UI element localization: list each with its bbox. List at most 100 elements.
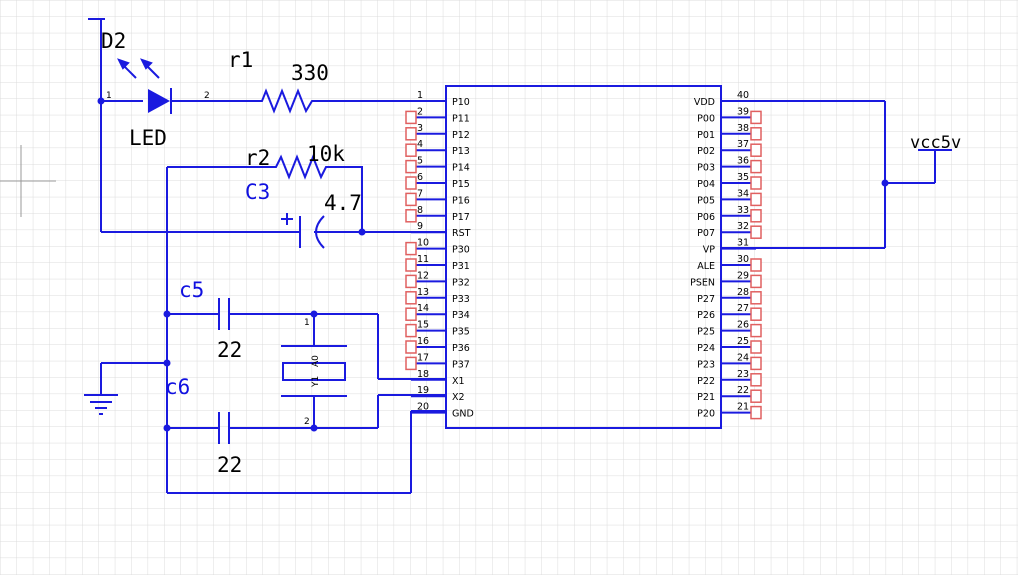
- mcu-pin-23-name: P22: [697, 376, 715, 387]
- mcu-pin-35-name: P04: [697, 179, 715, 190]
- resistor-r2[interactable]: [167, 154, 363, 232]
- mcu-pin-15-unconnected-marker[interactable]: [405, 323, 417, 338]
- vcc-label: vcc5v: [910, 133, 961, 153]
- mcu-pin-18-number: 18: [417, 369, 429, 380]
- mcu-pin-28-number: 28: [737, 287, 749, 298]
- mcu-pin-2-number: 2: [417, 106, 423, 117]
- mcu-pin-4-unconnected-marker[interactable]: [405, 143, 417, 157]
- mcu-pin-3-name: P12: [452, 130, 470, 141]
- mcu-pin-32-name: P07: [697, 228, 715, 239]
- mcu-pin-28-name: P27: [697, 294, 715, 305]
- mcu-pin-25-number: 25: [737, 336, 749, 347]
- mcu-pin-3-number: 3: [417, 123, 423, 134]
- led-emit-arrows: [117, 58, 160, 79]
- mcu-body[interactable]: [445, 85, 722, 429]
- mcu-pin-29-unconnected-marker[interactable]: [750, 274, 762, 289]
- capacitor-c5[interactable]: [167, 298, 446, 380]
- c6-value: 22: [217, 453, 242, 477]
- c3-value: 4.7: [324, 191, 362, 215]
- mcu-pin-39-number: 39: [737, 106, 749, 117]
- mcu-pin-1-number: 1: [417, 90, 423, 101]
- mcu-pin-14-unconnected-marker[interactable]: [405, 307, 417, 321]
- mcu-pin-14-number: 14: [417, 303, 429, 314]
- mcu-pin-36-unconnected-marker[interactable]: [750, 159, 762, 174]
- mcu-pin-38-unconnected-marker[interactable]: [750, 127, 762, 141]
- mcu-pin-10-number: 10: [417, 238, 429, 249]
- mcu-pin-29-name: PSEN: [690, 277, 715, 288]
- crystal-value: A0: [311, 355, 321, 367]
- mcu-pin-22-unconnected-marker[interactable]: [750, 389, 762, 403]
- mcu-pin-8-unconnected-marker[interactable]: [405, 209, 417, 223]
- mcu-pin-39-unconnected-marker[interactable]: [750, 110, 762, 125]
- mcu-pin-32-number: 32: [737, 221, 749, 232]
- capacitor-c6[interactable]: [167, 394, 446, 444]
- mcu-pin-2-unconnected-marker[interactable]: [405, 110, 417, 125]
- mcu-pin-21-unconnected-marker[interactable]: [750, 405, 762, 420]
- mcu-pin-17-unconnected-marker[interactable]: [405, 356, 417, 371]
- mcu-pin-9-name: RST: [452, 228, 471, 239]
- mcu-pin-8-name: P17: [452, 212, 470, 223]
- mcu-pin-12-name: P32: [452, 277, 470, 288]
- mcu-pin-20-name: GND: [452, 409, 474, 420]
- mcu-pin-24-number: 24: [737, 352, 749, 363]
- led-d2[interactable]: [88, 18, 233, 114]
- resistor-r1[interactable]: [233, 88, 446, 114]
- mcu-pin-18-name: X1: [452, 376, 465, 387]
- mcu-pin-35-unconnected-marker[interactable]: [750, 176, 762, 190]
- mcu-pin-25-unconnected-marker[interactable]: [750, 340, 762, 354]
- mcu-pin-30-unconnected-marker[interactable]: [750, 258, 762, 272]
- mcu-pin-19-number: 19: [417, 385, 429, 396]
- mcu-pin-33-unconnected-marker[interactable]: [750, 209, 762, 223]
- crystal-pin2-label: 2: [304, 417, 310, 427]
- mcu-pin-26-number: 26: [737, 320, 749, 331]
- mcu-pin-37-number: 37: [737, 139, 749, 150]
- mcu-pin-39-name: P00: [697, 113, 715, 124]
- led-pin1-label: 1: [106, 91, 112, 101]
- mcu-pin-24-name: P23: [697, 359, 715, 370]
- mcu-pin-16-unconnected-marker[interactable]: [405, 340, 417, 354]
- mcu-pin-31-name: VP: [703, 245, 715, 256]
- mcu-pin-3-unconnected-marker[interactable]: [405, 127, 417, 141]
- ground-icon: [84, 394, 118, 415]
- mcu-pin-12-unconnected-marker[interactable]: [405, 274, 417, 289]
- mcu-pin-13-number: 13: [417, 287, 429, 298]
- mcu-pin-31-number: 31: [737, 238, 749, 249]
- mcu-pin-13-name: P33: [452, 294, 470, 305]
- mcu-pin-26-unconnected-marker[interactable]: [750, 323, 762, 338]
- mcu-pin-32-unconnected-marker[interactable]: [750, 225, 762, 239]
- mcu-pin-23-unconnected-marker[interactable]: [750, 373, 762, 387]
- mcu-pin-23-number: 23: [737, 369, 749, 380]
- mcu-pin-37-unconnected-marker[interactable]: [750, 143, 762, 157]
- mcu-pin-11-unconnected-marker[interactable]: [405, 258, 417, 272]
- mcu-right-pins: 40VDD39P0038P0137P0236P0335P0434P0533P06…: [690, 90, 762, 420]
- mcu-pin-33-number: 33: [737, 205, 749, 216]
- mcu-pin-6-unconnected-marker[interactable]: [405, 176, 417, 190]
- mcu-pin-28-unconnected-marker[interactable]: [750, 291, 762, 305]
- mcu-pin-8-number: 8: [417, 205, 423, 216]
- mcu-pin-13-unconnected-marker[interactable]: [405, 291, 417, 305]
- mcu-pin-16-name: P36: [452, 343, 470, 354]
- mcu-pin-34-name: P05: [697, 195, 715, 206]
- mcu-pin-38-name: P01: [697, 130, 715, 141]
- mcu-pin-16-number: 16: [417, 336, 429, 347]
- mcu-pin-7-unconnected-marker[interactable]: [405, 192, 417, 207]
- mcu-pin-7-name: P16: [452, 195, 470, 206]
- mcu-pin-5-unconnected-marker[interactable]: [405, 159, 417, 174]
- capacitor-c3[interactable]: [100, 101, 446, 249]
- mcu-pin-34-unconnected-marker[interactable]: [750, 192, 762, 207]
- mcu-pin-24-unconnected-marker[interactable]: [750, 356, 762, 371]
- c5-ref: c5: [179, 278, 204, 302]
- mcu-pin-40-name: VDD: [694, 97, 715, 108]
- mcu-pin-29-number: 29: [737, 270, 749, 281]
- mcu-pin-5-name: P14: [452, 163, 470, 174]
- mcu-pin-10-unconnected-marker[interactable]: [405, 241, 417, 256]
- crystal-y1[interactable]: [281, 314, 347, 428]
- mcu-pin-22-number: 22: [737, 385, 749, 396]
- mcu-pin-27-unconnected-marker[interactable]: [750, 307, 762, 321]
- mcu-pin-36-name: P03: [697, 163, 715, 174]
- mcu-pin-38-number: 38: [737, 123, 749, 134]
- mcu-pin-4-name: P13: [452, 146, 470, 157]
- mcu-pin-30-name: ALE: [697, 261, 715, 272]
